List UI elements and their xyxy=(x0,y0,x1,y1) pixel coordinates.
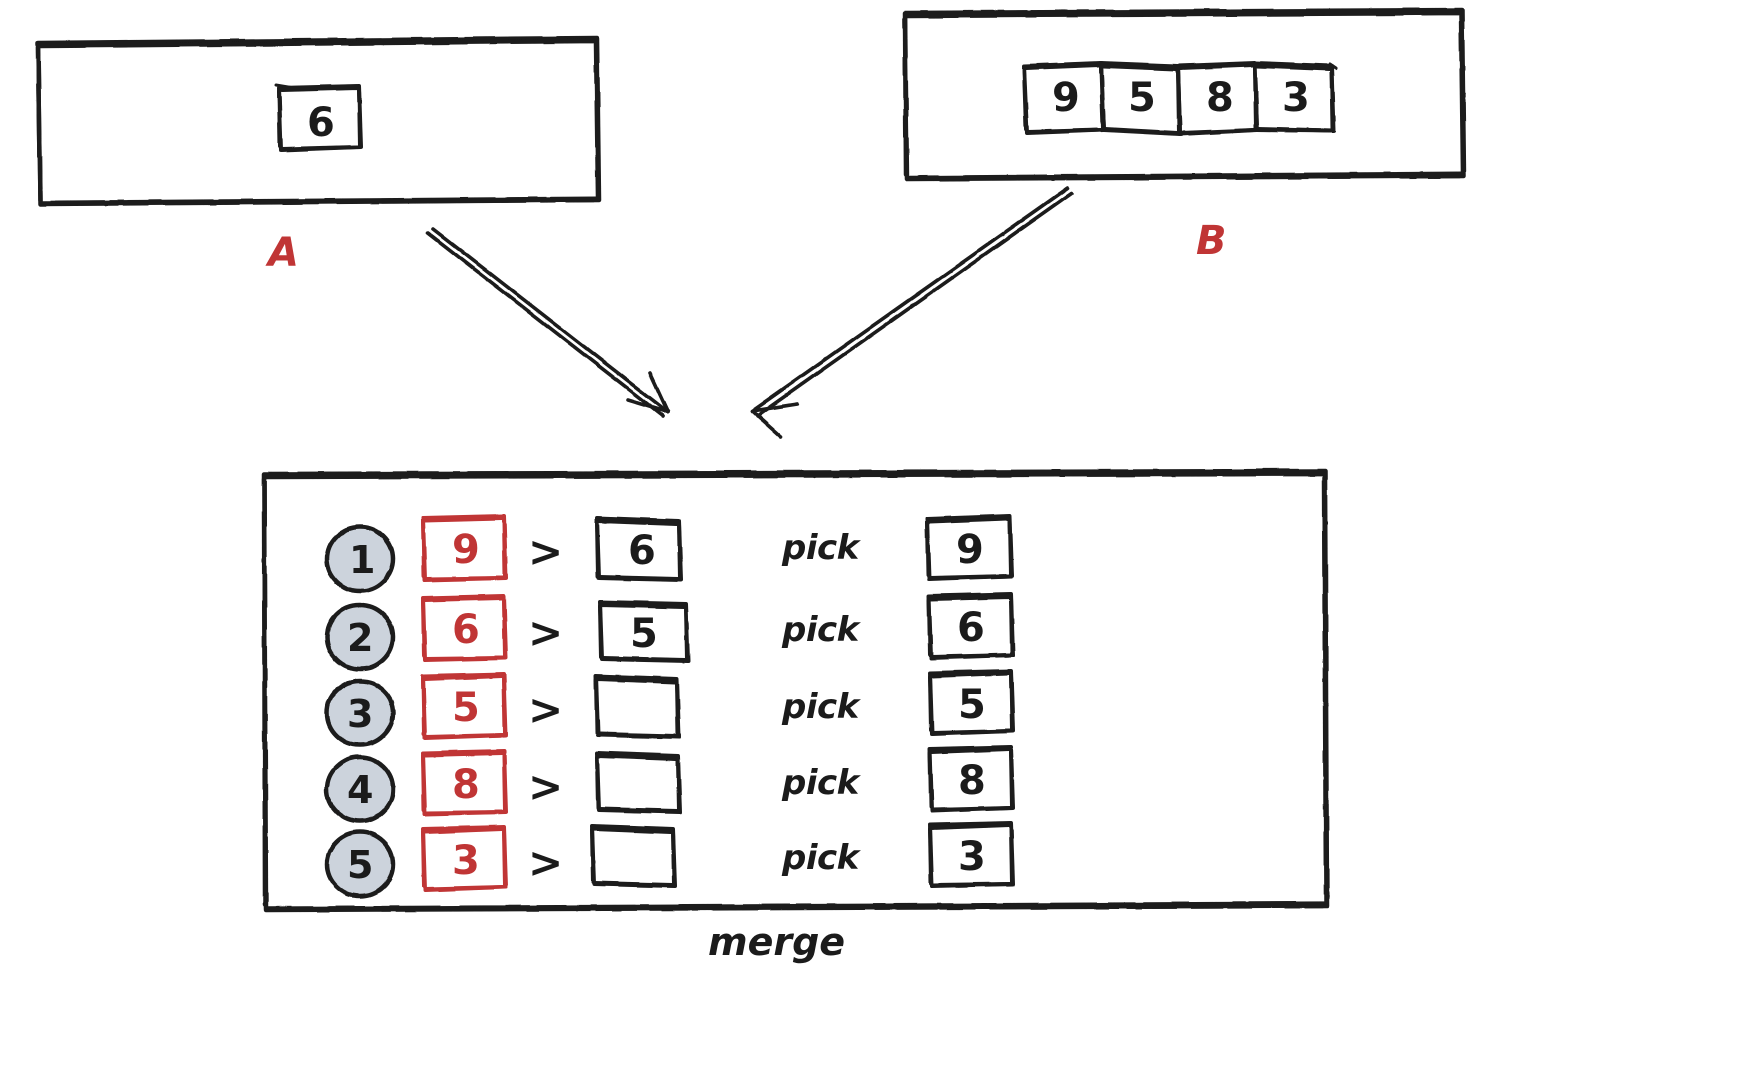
merge-row-operator-4: > xyxy=(528,762,564,811)
array-b-cell-value-0: 9 xyxy=(1052,75,1081,121)
merge-row-step-1: 1 xyxy=(349,538,376,582)
merge-caption: merge xyxy=(708,920,846,964)
merge-row-result-3: 5 xyxy=(958,682,987,728)
array-a-container xyxy=(35,35,602,207)
merge-row-left-1: 9 xyxy=(452,527,481,573)
merge-container xyxy=(261,468,1330,913)
array-b-label: B xyxy=(1196,218,1227,264)
merge-row-step-2: 2 xyxy=(347,616,374,660)
merge-row-2-shapes xyxy=(324,592,1015,672)
arrow-a-to-merge xyxy=(426,227,670,418)
merge-row-operator-3: > xyxy=(528,685,564,734)
merge-row-operator-1: > xyxy=(528,527,564,576)
array-b-container xyxy=(902,7,1467,182)
array-b-cell-value-2: 8 xyxy=(1206,75,1235,121)
merge-row-step-3: 3 xyxy=(347,692,374,736)
merge-row-left-5: 3 xyxy=(452,838,481,884)
merge-row-step-4: 4 xyxy=(347,768,374,812)
array-a-cell-0 xyxy=(274,83,363,152)
merge-row-1-shapes xyxy=(324,514,1014,594)
merge-row-action-1: pick xyxy=(782,528,859,568)
merge-row-result-5: 3 xyxy=(958,834,987,880)
merge-row-result-4: 8 xyxy=(958,758,987,804)
merge-row-5-shapes xyxy=(324,821,1015,899)
merge-row-right-1: 6 xyxy=(628,528,657,574)
array-a-label: A xyxy=(268,230,299,276)
merge-row-4-shapes xyxy=(324,745,1015,824)
merge-row-result-2: 6 xyxy=(957,605,986,651)
array-b-cells xyxy=(1022,61,1338,136)
merge-row-right-2: 5 xyxy=(630,611,659,657)
merge-row-step-5: 5 xyxy=(347,843,374,887)
merge-row-operator-2: > xyxy=(528,608,564,657)
array-b-cell-value-3: 3 xyxy=(1282,75,1311,121)
merge-row-operator-5: > xyxy=(528,838,564,887)
merge-row-result-1: 9 xyxy=(956,527,985,573)
merge-row-action-4: pick xyxy=(782,763,859,803)
merge-row-action-2: pick xyxy=(782,610,859,650)
merge-row-left-4: 8 xyxy=(452,762,481,808)
arrow-b-to-merge xyxy=(750,186,1074,439)
array-a-cell-value-0: 6 xyxy=(307,100,336,146)
merge-row-action-3: pick xyxy=(782,687,859,727)
merge-row-3-shapes xyxy=(324,669,1015,748)
merge-row-left-3: 5 xyxy=(452,685,481,731)
merge-row-left-2: 6 xyxy=(452,607,481,653)
array-b-cell-value-1: 5 xyxy=(1128,75,1157,121)
merge-row-action-5: pick xyxy=(782,838,859,878)
